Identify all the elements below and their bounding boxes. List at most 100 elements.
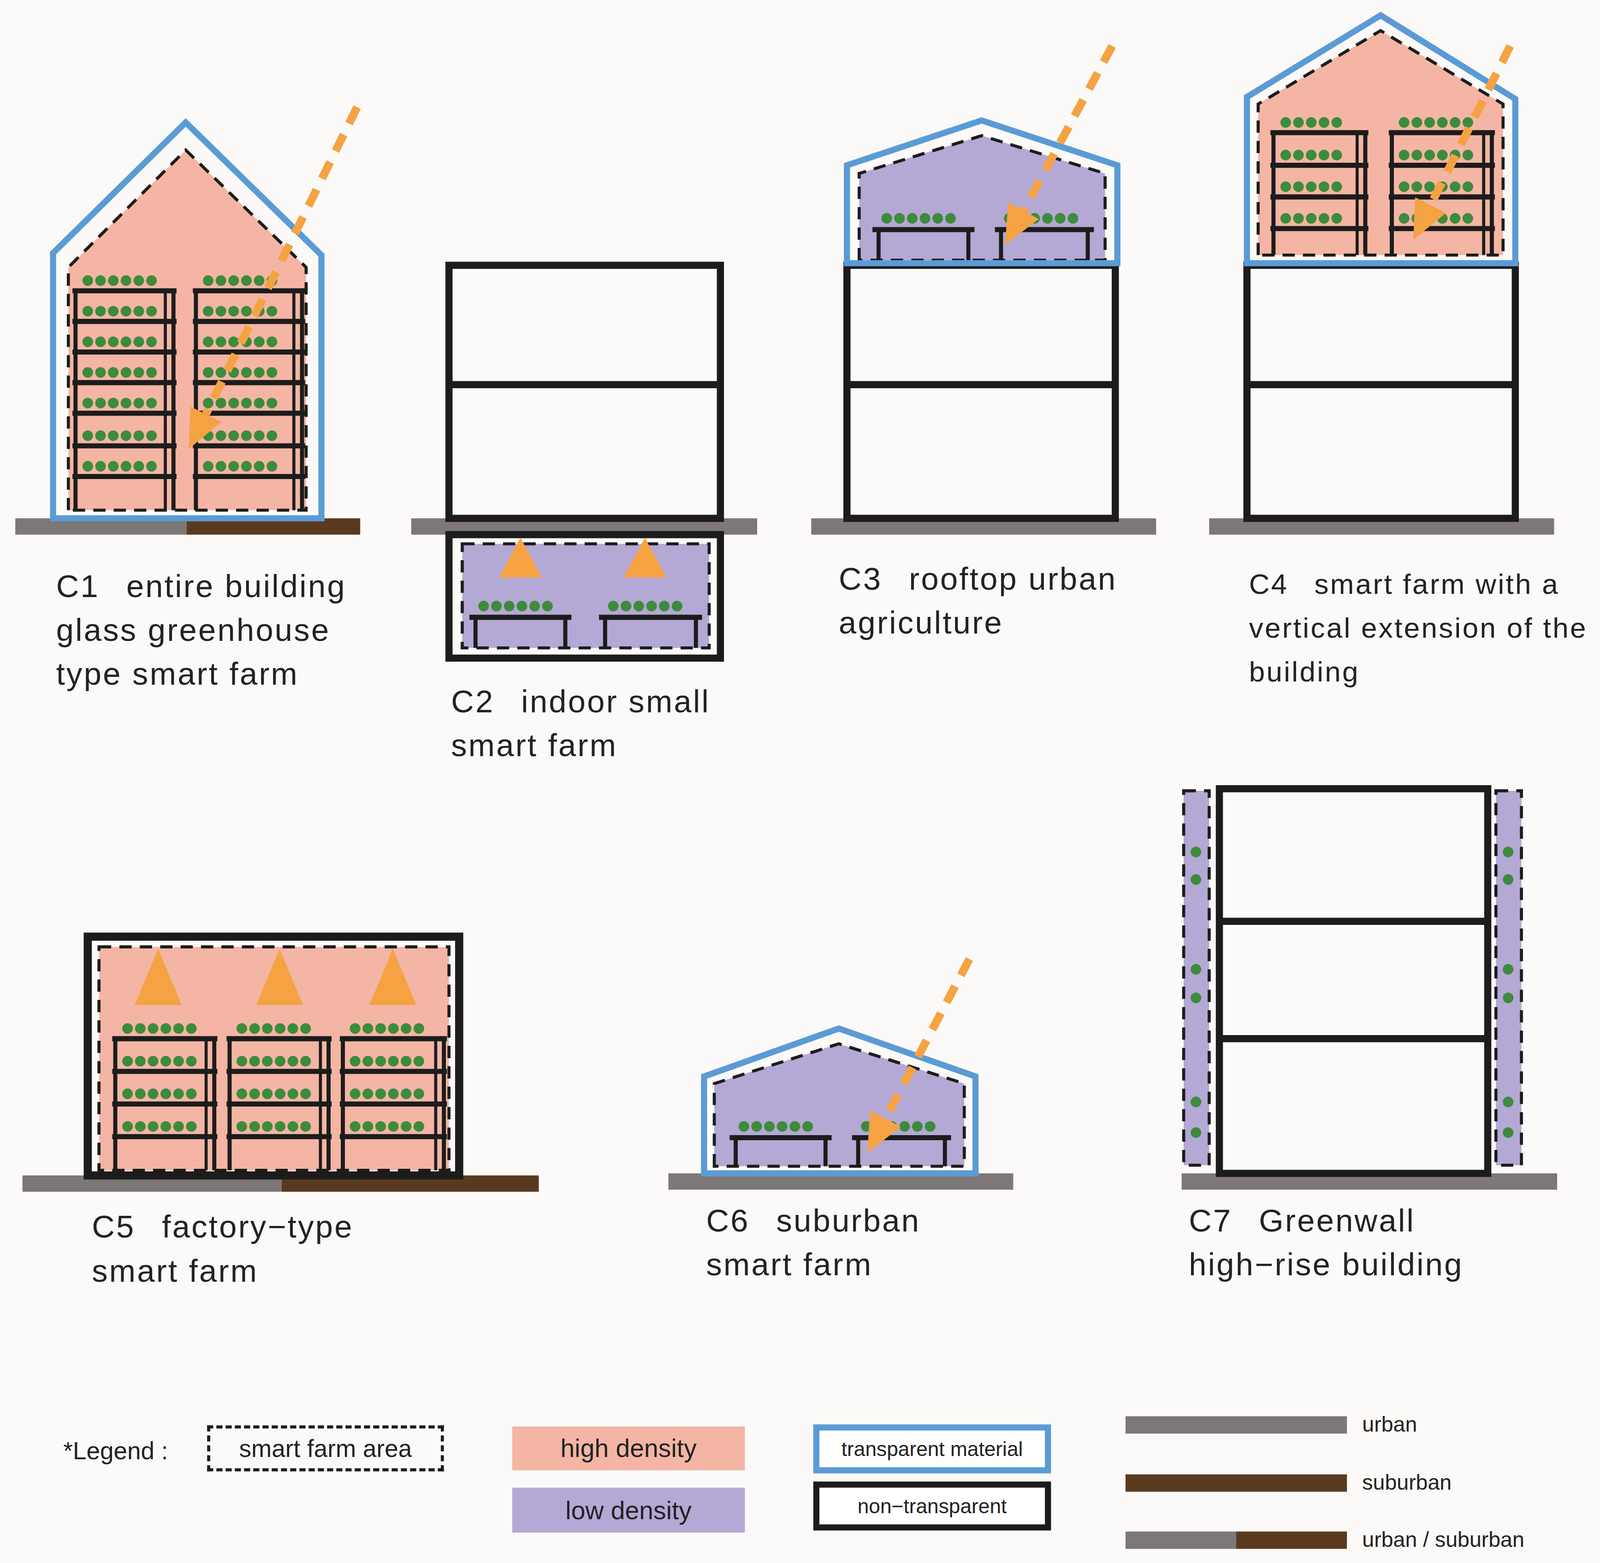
plant-dot <box>254 430 265 441</box>
rack-shelf <box>192 349 305 355</box>
plant-dot <box>146 336 157 348</box>
table-leg <box>876 229 881 261</box>
plant-dot <box>362 1088 374 1100</box>
rack-shelf <box>192 288 305 294</box>
legend-text: urban <box>1362 1412 1417 1437</box>
sunlight-arrowhead <box>1005 202 1039 245</box>
plant-dot <box>146 397 157 409</box>
plant-dot <box>375 1088 386 1100</box>
plant-dot <box>413 1088 425 1100</box>
table-leg <box>999 229 1004 261</box>
plant-dot <box>1331 213 1343 224</box>
plant-dot <box>228 430 239 441</box>
legend-text: transparent material <box>841 1437 1024 1461</box>
plant-dot <box>146 367 157 378</box>
plant-dot <box>202 397 214 409</box>
plant-dot <box>1318 117 1330 128</box>
rack-shelf <box>226 1068 332 1074</box>
plant-dot <box>133 430 144 441</box>
plant-dot <box>94 430 106 441</box>
rack-shelf <box>72 319 177 325</box>
plant-dot <box>881 213 893 224</box>
plant-dot <box>135 1055 146 1067</box>
plant-dot <box>147 1023 159 1034</box>
diagram-caption: C7 Greenwall high−rise building <box>1188 1198 1536 1287</box>
plant-dot <box>160 1121 172 1132</box>
plant-dot <box>1042 213 1053 224</box>
plant-dot <box>1449 117 1461 128</box>
plant-dot <box>1398 149 1410 161</box>
table-top <box>469 614 572 620</box>
rack-shelf <box>226 1134 332 1140</box>
plant-dot <box>1190 1127 1202 1138</box>
plant-dot <box>236 1121 248 1132</box>
plant-dot <box>400 1055 412 1067</box>
diagram-caption: C5 factory−type smart farm <box>91 1205 419 1293</box>
plant-dot <box>133 397 144 409</box>
plant-dot <box>924 1121 936 1132</box>
plant-dot <box>82 461 94 472</box>
rack-post <box>1363 132 1368 256</box>
rack-shelf <box>112 1068 218 1074</box>
plant-dot <box>120 430 132 441</box>
plant-dot <box>266 430 278 441</box>
plant-dot <box>932 213 943 224</box>
plant-dot <box>1437 149 1448 161</box>
plant-dot <box>249 1055 261 1067</box>
plant-dot <box>202 367 214 378</box>
plant-dot <box>173 1088 184 1100</box>
plant-dot <box>122 1121 133 1132</box>
plant-dot <box>122 1055 133 1067</box>
plant-dot <box>160 1055 172 1067</box>
plant-dot <box>349 1023 361 1034</box>
glass-envelope <box>704 1028 976 1174</box>
case-title: entire building glass greenhouse type sm… <box>56 568 347 693</box>
rack-shelf <box>226 1036 332 1042</box>
sunlight-arrowhead <box>867 1110 901 1154</box>
plant-dot <box>1280 149 1292 161</box>
plant-dot <box>185 1055 197 1067</box>
plant-dot <box>94 397 106 409</box>
plant-dot <box>185 1121 197 1132</box>
plant-dot <box>1502 846 1514 858</box>
plant-dot <box>241 367 252 378</box>
plant-dot <box>254 367 265 378</box>
legend-label: urban / suburban <box>1362 1523 1524 1557</box>
plant-dot <box>1502 992 1514 1004</box>
plant-dot <box>1462 181 1474 192</box>
sunlight-ray <box>1023 46 1113 211</box>
plant-dot <box>241 430 252 441</box>
rack-shelf <box>72 474 177 480</box>
diagram-caption: C4 smart farm with a vertical extension … <box>1249 562 1599 694</box>
plant-dot <box>254 461 265 472</box>
plant-dot <box>122 1023 133 1034</box>
plant-dot <box>173 1055 184 1067</box>
rack-post <box>1389 132 1394 256</box>
plant-dot <box>1398 117 1410 128</box>
plant-dot <box>1318 149 1330 161</box>
plant-dot <box>1462 117 1474 128</box>
plant-dot <box>542 600 553 612</box>
plant-dot <box>107 461 119 472</box>
legend-swatch: transparent material <box>813 1424 1052 1474</box>
plant-dot <box>491 600 502 612</box>
plant-dot <box>82 305 94 317</box>
plant-dot <box>185 1023 197 1034</box>
table-leg <box>563 617 568 648</box>
plant-dot <box>249 1023 261 1034</box>
legend-heading: *Legend : <box>63 1430 168 1472</box>
plant-dot <box>241 275 252 286</box>
table-leg <box>733 1137 738 1167</box>
plant-dot <box>1462 149 1474 161</box>
case-number: C5 <box>91 1208 136 1245</box>
legend-label: suburban <box>1362 1466 1452 1500</box>
rack-shelf <box>339 1068 447 1074</box>
case-title: smart farm with a vertical extension of … <box>1249 568 1588 688</box>
plant-dot <box>1331 181 1343 192</box>
table-top <box>598 614 703 620</box>
building-frame <box>449 265 721 519</box>
plant-dot <box>266 461 278 472</box>
plant-dot <box>82 336 94 348</box>
plant-dot <box>82 397 94 409</box>
legend-text: smart farm area <box>239 1434 413 1463</box>
